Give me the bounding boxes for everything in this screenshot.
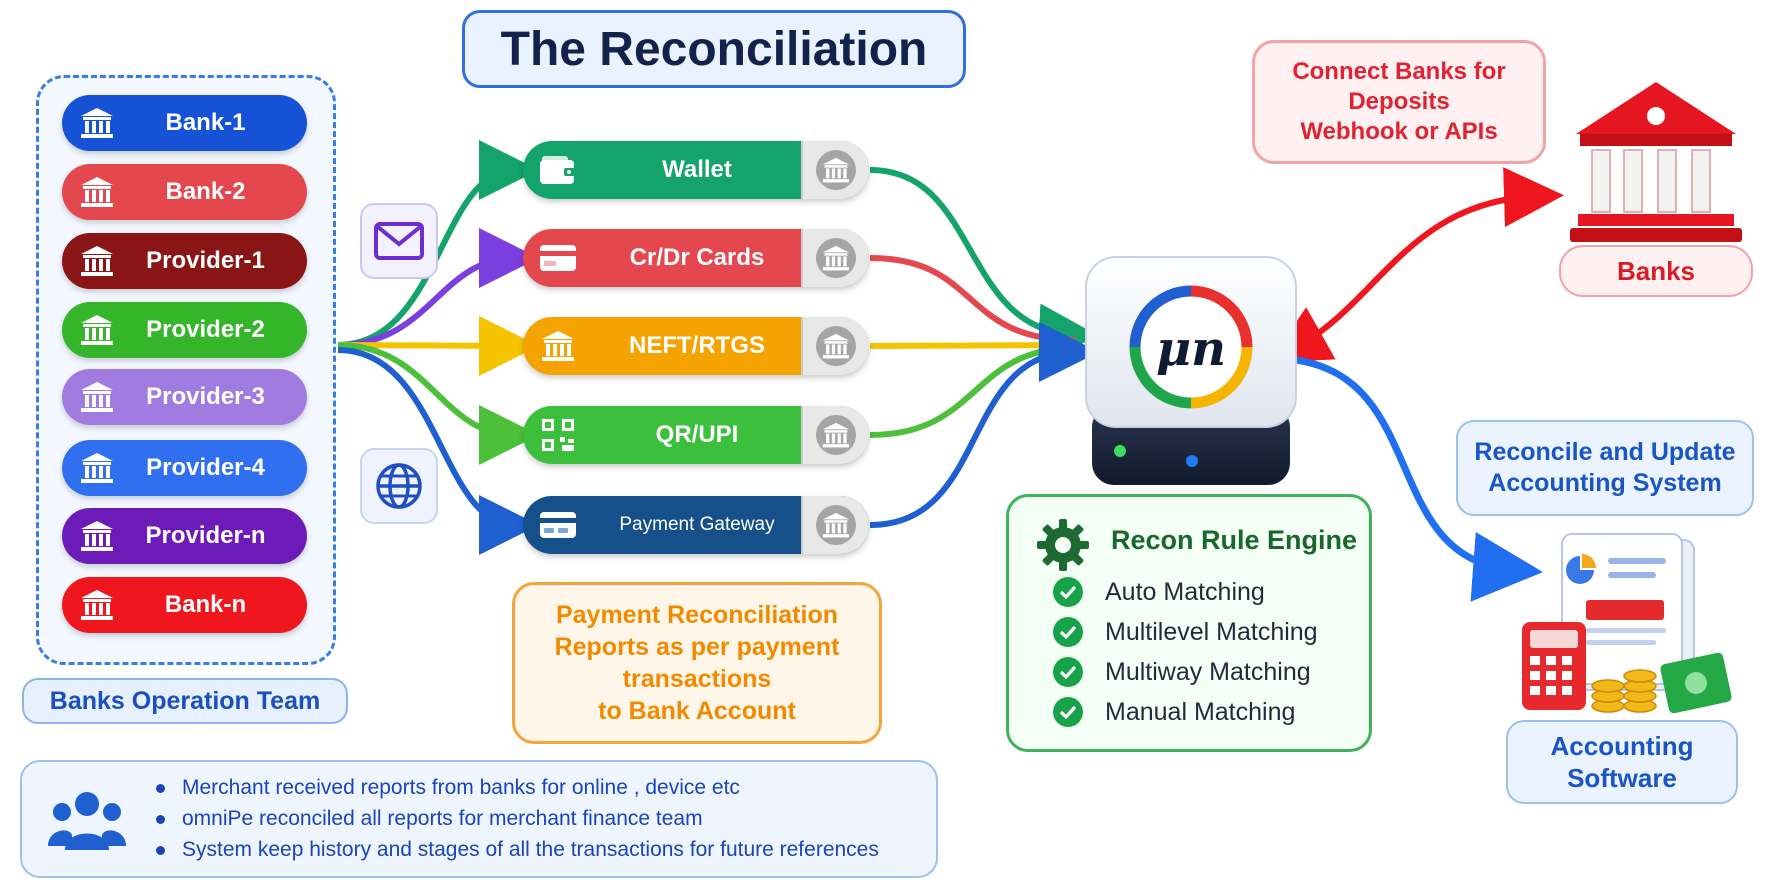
bank-icon <box>523 330 593 362</box>
connect-line-3: Webhook or APIs <box>1300 118 1498 145</box>
bank-icon <box>80 245 126 277</box>
source-label: Provider-n <box>145 522 266 549</box>
rule-item-label: Auto Matching <box>1105 577 1265 606</box>
title-banner: The Reconciliation <box>462 10 966 88</box>
rule-item: Auto Matching <box>1053 577 1265 607</box>
rule-engine-title: Recon Rule Engine <box>1111 525 1358 555</box>
rule-item: Multiway Matching <box>1053 657 1311 687</box>
globe-icon <box>360 448 438 524</box>
source-label: Bank-n <box>164 591 247 618</box>
method-payment-gateway: Payment Gateway <box>523 496 869 554</box>
accounting-line-1: Accounting <box>1550 731 1694 761</box>
note-item: omniPe reconciled all reports for mercha… <box>156 803 879 834</box>
bank-building-icon <box>1570 82 1742 242</box>
report-line-2: Reports as per payment <box>554 633 840 661</box>
rule-item: Multilevel Matching <box>1053 617 1318 647</box>
bank-icon <box>801 496 869 554</box>
note-item: System keep history and stages of all th… <box>156 834 879 865</box>
source-label: Bank-1 <box>165 109 246 136</box>
server-logo-text: μn <box>1156 321 1226 377</box>
check-icon <box>1053 577 1083 607</box>
team-icon <box>48 792 126 850</box>
source-provider-3: Provider-3 <box>62 369 307 425</box>
banks-label: Banks <box>1559 245 1753 297</box>
source-label: Provider-1 <box>146 247 265 274</box>
rule-item: Manual Matching <box>1053 697 1295 727</box>
source-provider-n: Provider-n <box>62 508 307 564</box>
page-title: The Reconciliation <box>500 22 928 76</box>
report-line-3: transactions <box>622 665 772 693</box>
bank-icon <box>80 107 126 139</box>
bank-icon <box>80 589 126 621</box>
report-note: Payment Reconciliation Reports as per pa… <box>512 582 882 744</box>
method-label: Payment Gateway <box>619 514 775 535</box>
bank-icon <box>801 317 869 375</box>
qr-icon <box>523 417 593 453</box>
mail-icon <box>360 203 438 279</box>
bank-icon <box>80 176 126 208</box>
bank-icon <box>801 229 869 287</box>
source-label: Provider-2 <box>146 316 265 343</box>
source-provider-4: Provider-4 <box>62 440 307 496</box>
accounting-icon <box>1522 533 1732 714</box>
accounting-software-label: Accounting Software <box>1506 720 1738 804</box>
reconcile-line-2: Accounting System <box>1488 469 1722 497</box>
source-bank-2: Bank-2 <box>62 164 307 220</box>
source-provider-1: Provider-1 <box>62 233 307 289</box>
team-label: Banks Operation Team <box>22 678 348 724</box>
gear-icon <box>1037 519 1089 571</box>
reconcile-line-1: Reconcile and Update <box>1474 438 1736 466</box>
gateway-card-icon <box>523 510 593 540</box>
note-item: Merchant received reports from banks for… <box>156 772 879 803</box>
rule-item-label: Multilevel Matching <box>1105 617 1318 646</box>
bank-icon <box>801 406 869 464</box>
method-qr-upi: QR/UPI <box>523 406 869 464</box>
check-icon <box>1053 617 1083 647</box>
method-label: QR/UPI <box>655 421 739 448</box>
rule-item-label: Multiway Matching <box>1105 657 1311 686</box>
connect-line-1: Connect Banks for <box>1292 58 1506 85</box>
method-neft-rtgs: NEFT/RTGS <box>523 317 869 375</box>
check-icon <box>1053 697 1083 727</box>
notes-list: Merchant received reports from banks for… <box>156 772 879 865</box>
bank-icon <box>80 381 126 413</box>
rule-item-label: Manual Matching <box>1105 697 1296 726</box>
method-label: Wallet <box>662 156 732 183</box>
bank-icon <box>80 314 126 346</box>
method-wallet: Wallet <box>523 141 869 199</box>
source-label: Provider-4 <box>146 454 265 481</box>
method-label: Cr/Dr Cards <box>629 244 765 271</box>
check-icon <box>1053 657 1083 687</box>
card-icon <box>523 243 593 273</box>
bank-icon <box>801 141 869 199</box>
notes-panel: Merchant received reports from banks for… <box>20 760 938 878</box>
source-label: Provider-3 <box>146 383 265 410</box>
report-line-4: to Bank Account <box>598 697 796 725</box>
method-cr-dr-cards: Cr/Dr Cards <box>523 229 869 287</box>
bank-icon <box>80 520 126 552</box>
source-provider-2: Provider-2 <box>62 302 307 358</box>
connect-banks-note: Connect Banks for Deposits Webhook or AP… <box>1252 40 1546 164</box>
source-bank-n: Bank-n <box>62 577 307 633</box>
recon-server: μn <box>1082 255 1302 500</box>
connect-line-2: Deposits <box>1348 88 1450 115</box>
reconcile-note: Reconcile and Update Accounting System <box>1456 420 1754 516</box>
source-bank-1: Bank-1 <box>62 95 307 151</box>
accounting-line-2: Software <box>1567 763 1677 793</box>
source-label: Bank-2 <box>165 178 246 205</box>
bank-icon <box>80 452 126 484</box>
report-line-1: Payment Reconciliation <box>555 601 838 629</box>
method-label: NEFT/RTGS <box>629 332 765 359</box>
wallet-icon <box>523 154 593 186</box>
